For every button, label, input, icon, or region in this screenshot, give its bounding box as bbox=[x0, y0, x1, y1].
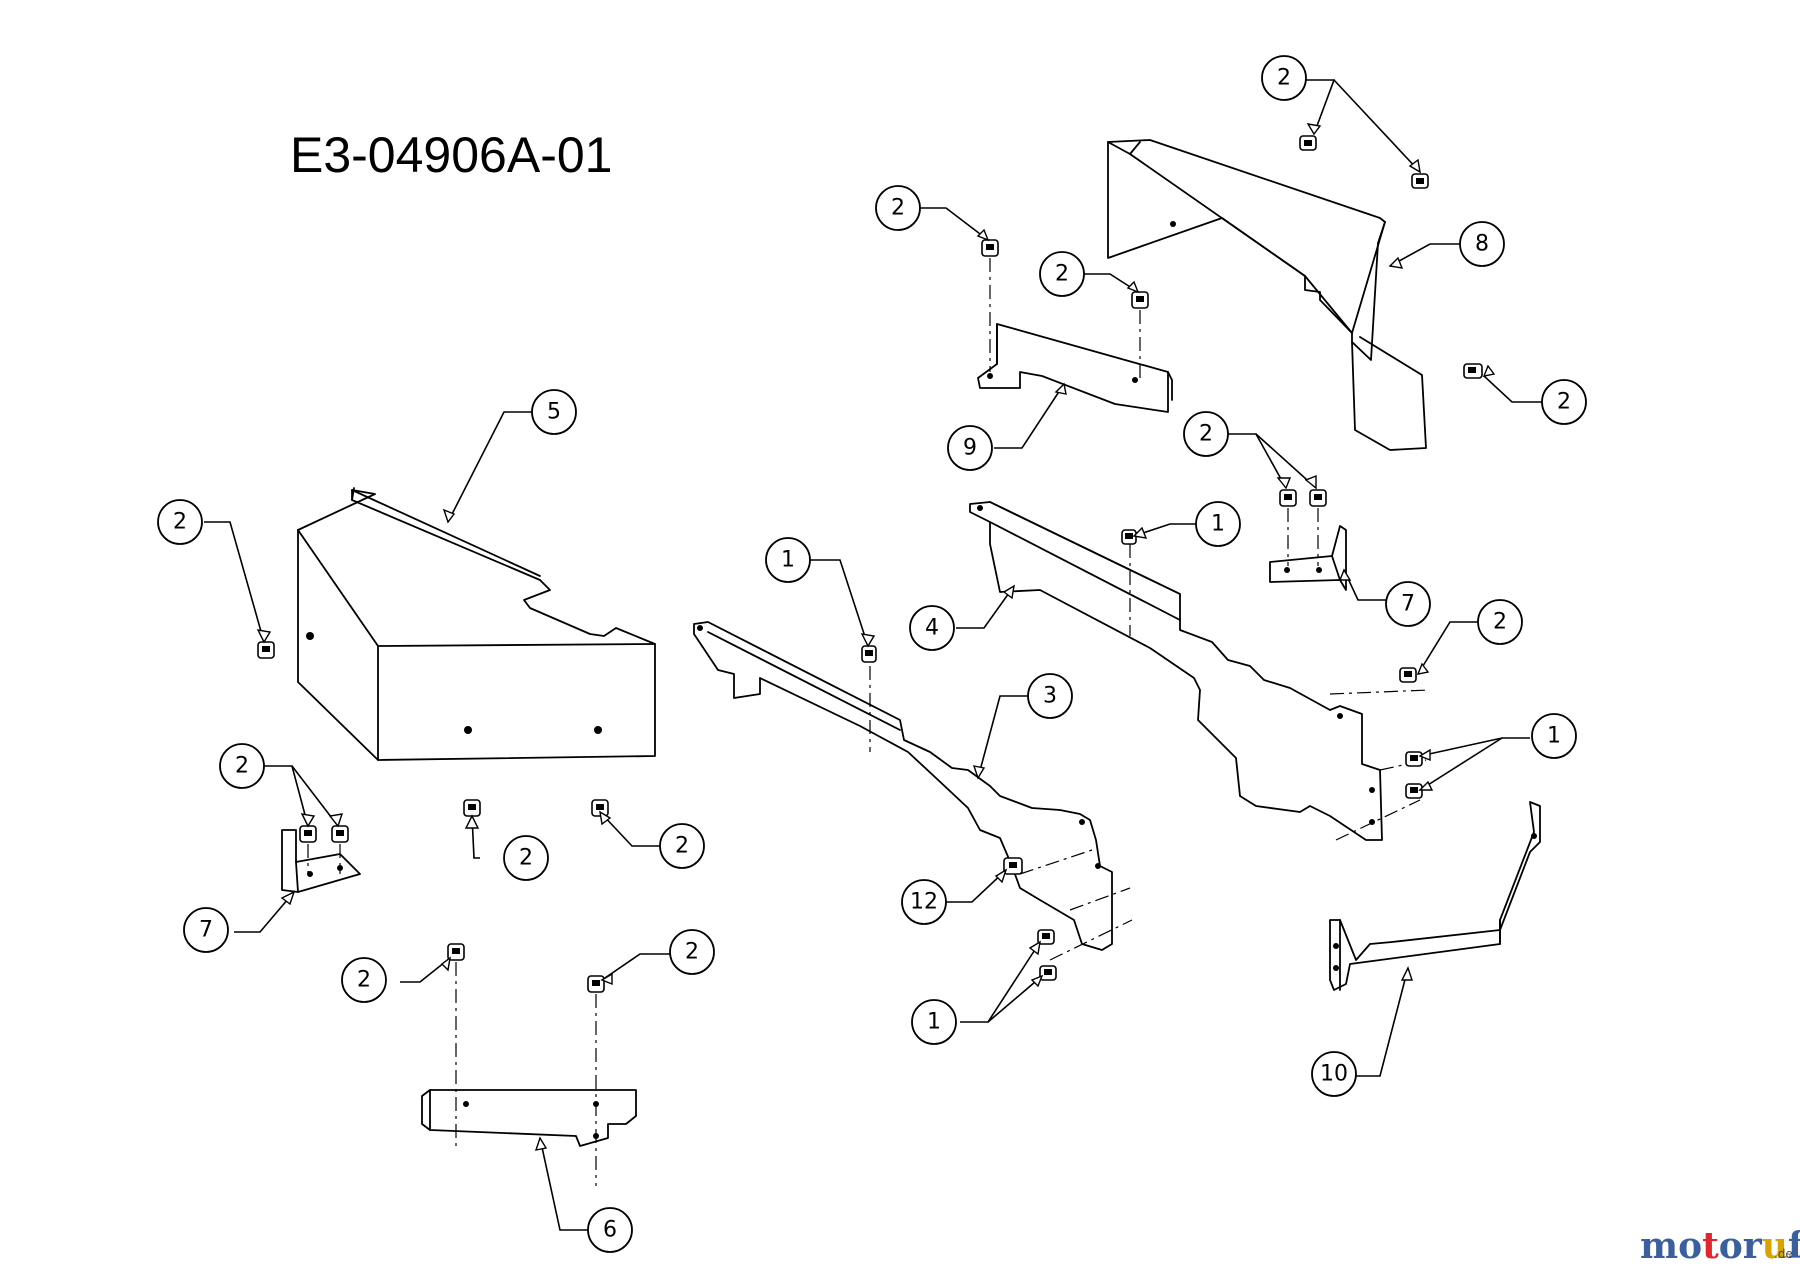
bolt-bracket7-left-b bbox=[331, 825, 349, 843]
part-6-bracket bbox=[421, 1089, 637, 1147]
watermark-letter: m bbox=[1640, 1225, 1678, 1267]
bolt-bracket9-left bbox=[981, 239, 999, 257]
part-8-rear-shield bbox=[1107, 139, 1427, 451]
svg-text:10: 10 bbox=[1320, 1062, 1348, 1087]
callout-5: 5 bbox=[531, 389, 577, 435]
bolt-top-b bbox=[1411, 173, 1429, 189]
bolt-rail4-end bbox=[1399, 667, 1417, 683]
bolt-rail3-end-b bbox=[1039, 965, 1057, 981]
bolt-rail3-end-a bbox=[1037, 929, 1055, 945]
bolt-rail4-end-b bbox=[1405, 751, 1423, 767]
bolts bbox=[257, 135, 1483, 993]
callouts: 2 8 2 2 2 9 5 2 1 7 2 1 4 2 3 1 2 2 2 7 … bbox=[157, 55, 1587, 1253]
bolt-rail4-end-c bbox=[1405, 783, 1423, 799]
callout-2-under5-b: 2 bbox=[659, 823, 705, 869]
callout-1-rail4-end: 1 bbox=[1531, 713, 1577, 759]
svg-text:2: 2 bbox=[357, 968, 371, 993]
callout-2-bracket6-right: 2 bbox=[669, 929, 715, 975]
bolt-12 bbox=[1003, 857, 1023, 875]
bolt-bracket7-left-a bbox=[299, 825, 317, 843]
bolt-bracket6-right bbox=[587, 975, 605, 993]
callout-2-left-bolt: 2 bbox=[157, 499, 203, 545]
callout-7-right: 7 bbox=[1385, 581, 1431, 627]
bolt-rail4-top bbox=[1121, 529, 1137, 545]
svg-text:4: 4 bbox=[925, 616, 939, 641]
bolt-bracket9-right bbox=[1131, 291, 1149, 309]
callout-2-rail4-end: 2 bbox=[1477, 599, 1523, 645]
callout-1-rail3-end: 1 bbox=[911, 999, 957, 1045]
callout-2-top: 2 bbox=[1261, 55, 1307, 101]
callout-2-bracket7-right: 2 bbox=[1183, 411, 1229, 457]
callout-2-bracket9-left: 2 bbox=[875, 185, 921, 231]
callout-10: 10 bbox=[1311, 1051, 1357, 1097]
svg-text:6: 6 bbox=[603, 1218, 617, 1243]
bolt-rail3-top bbox=[861, 645, 877, 663]
callout-1-rail3: 1 bbox=[765, 537, 811, 583]
svg-text:3: 3 bbox=[1043, 684, 1057, 709]
callout-7-left: 7 bbox=[183, 907, 229, 953]
svg-text:12: 12 bbox=[910, 890, 938, 915]
svg-text:1: 1 bbox=[781, 548, 795, 573]
svg-text:5: 5 bbox=[547, 400, 561, 425]
alignment-lines bbox=[307, 258, 1431, 1186]
watermark-logo: motoruf .de bbox=[1640, 1225, 1800, 1267]
part-4-rail bbox=[969, 501, 1383, 841]
watermark-letter: f bbox=[1788, 1225, 1800, 1267]
bolt-bracket7-right-b bbox=[1309, 489, 1327, 507]
svg-text:8: 8 bbox=[1475, 232, 1489, 257]
part-3-rail bbox=[693, 621, 1113, 951]
callout-6: 6 bbox=[587, 1207, 633, 1253]
svg-text:2: 2 bbox=[1199, 422, 1213, 447]
bolt-right-side bbox=[1463, 363, 1483, 379]
bolt-top-a bbox=[1299, 135, 1317, 151]
svg-text:1: 1 bbox=[1211, 512, 1225, 537]
part-7-right-bracket bbox=[1269, 525, 1347, 591]
watermark-letter: t bbox=[1702, 1225, 1719, 1267]
part-10-bracket bbox=[1329, 801, 1541, 991]
callout-2-bracket6-left: 2 bbox=[341, 957, 387, 1003]
svg-text:1: 1 bbox=[927, 1010, 941, 1035]
svg-text:2: 2 bbox=[519, 846, 533, 871]
callout-1-rail4: 1 bbox=[1195, 501, 1241, 547]
arrowheads bbox=[256, 123, 1496, 1151]
watermark-letter: r bbox=[1743, 1225, 1763, 1267]
svg-text:motoruf: motoruf bbox=[1640, 1225, 1800, 1267]
svg-text:2: 2 bbox=[1277, 66, 1291, 91]
bolt-bracket7-right-a bbox=[1279, 489, 1297, 507]
callout-3: 3 bbox=[1027, 673, 1073, 719]
bolt-bracket6-left bbox=[447, 943, 465, 961]
svg-text:2: 2 bbox=[235, 754, 249, 779]
part-5-left-cover bbox=[297, 487, 656, 761]
bolt-left-side bbox=[257, 641, 275, 659]
svg-text:7: 7 bbox=[1401, 592, 1415, 617]
svg-text:2: 2 bbox=[173, 510, 187, 535]
callout-2-bracket7-left: 2 bbox=[219, 743, 265, 789]
bolt-under5-a bbox=[463, 799, 481, 817]
watermark-letter: o bbox=[1719, 1225, 1743, 1267]
svg-text:2: 2 bbox=[675, 834, 689, 859]
callout-12: 12 bbox=[901, 879, 947, 925]
drawing-code: E3-04906A-01 bbox=[290, 127, 612, 183]
callout-9: 9 bbox=[947, 425, 993, 471]
callout-2-right-bolt: 2 bbox=[1541, 379, 1587, 425]
svg-text:2: 2 bbox=[1055, 262, 1069, 287]
watermark-letter: u bbox=[1762, 1225, 1788, 1267]
part-7-left-bracket bbox=[281, 829, 361, 893]
callout-8: 8 bbox=[1459, 221, 1505, 267]
svg-text:2: 2 bbox=[891, 196, 905, 221]
watermark-suffix: .de bbox=[1774, 1247, 1793, 1261]
part-9-bracket bbox=[977, 323, 1173, 413]
callout-2-bracket9-right: 2 bbox=[1039, 251, 1085, 297]
svg-text:2: 2 bbox=[1557, 390, 1571, 415]
watermark-letter: o bbox=[1678, 1225, 1702, 1267]
svg-text:9: 9 bbox=[963, 436, 977, 461]
svg-text:2: 2 bbox=[1493, 610, 1507, 635]
callout-4: 4 bbox=[909, 605, 955, 651]
svg-text:2: 2 bbox=[685, 940, 699, 965]
callout-2-under5-a: 2 bbox=[503, 835, 549, 881]
svg-text:7: 7 bbox=[199, 918, 213, 943]
svg-text:1: 1 bbox=[1547, 724, 1561, 749]
